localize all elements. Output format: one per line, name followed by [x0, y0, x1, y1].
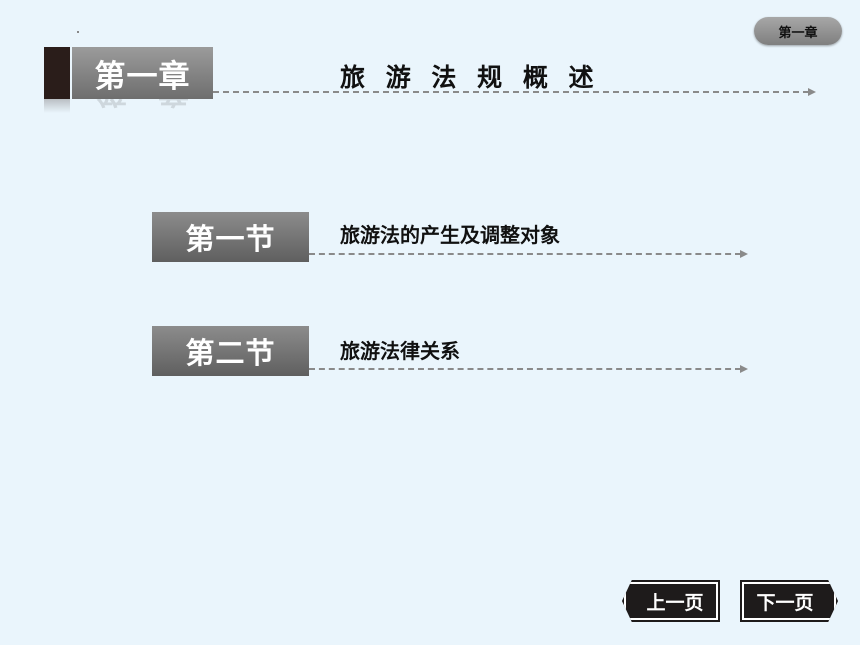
chapter-label-reflection-text: 第一章 [72, 99, 213, 117]
chapter-title: 旅 游 法 规 概 述 [340, 63, 600, 92]
chapter-label: 第一章 [94, 58, 191, 95]
chapter-dashed-line [213, 91, 809, 93]
section-2-title-link[interactable]: 旅游法律关系 [340, 339, 460, 363]
chapter-label-reflection: 第一章 [72, 99, 213, 117]
prev-page-button[interactable]: 上一页 [622, 580, 720, 622]
chapter-badge-button[interactable]: 第一章 [754, 17, 842, 45]
decorative-dot [77, 31, 79, 33]
next-page-button[interactable]: 下一页 [740, 580, 838, 622]
chapter-accent-reflection [44, 99, 70, 113]
section-2-arrow-icon [740, 365, 748, 373]
section-2-dashed-line [309, 368, 741, 370]
prev-page-label: 上一页 [646, 591, 704, 614]
section-1-title-link[interactable]: 旅游法的产生及调整对象 [340, 223, 560, 247]
section-1-label-box[interactable]: 第一节 [152, 212, 309, 262]
section-1-dashed-line [309, 253, 741, 255]
next-page-label: 下一页 [756, 591, 814, 614]
section-1-arrow-icon [740, 250, 748, 258]
chapter-label-box: 第一章 [72, 47, 213, 99]
section-1-label: 第一节 [185, 222, 276, 256]
chapter-accent-bar [44, 47, 70, 99]
section-2-label: 第二节 [185, 336, 276, 370]
chapter-arrow-icon [808, 88, 816, 96]
section-2-label-box[interactable]: 第二节 [152, 326, 309, 376]
